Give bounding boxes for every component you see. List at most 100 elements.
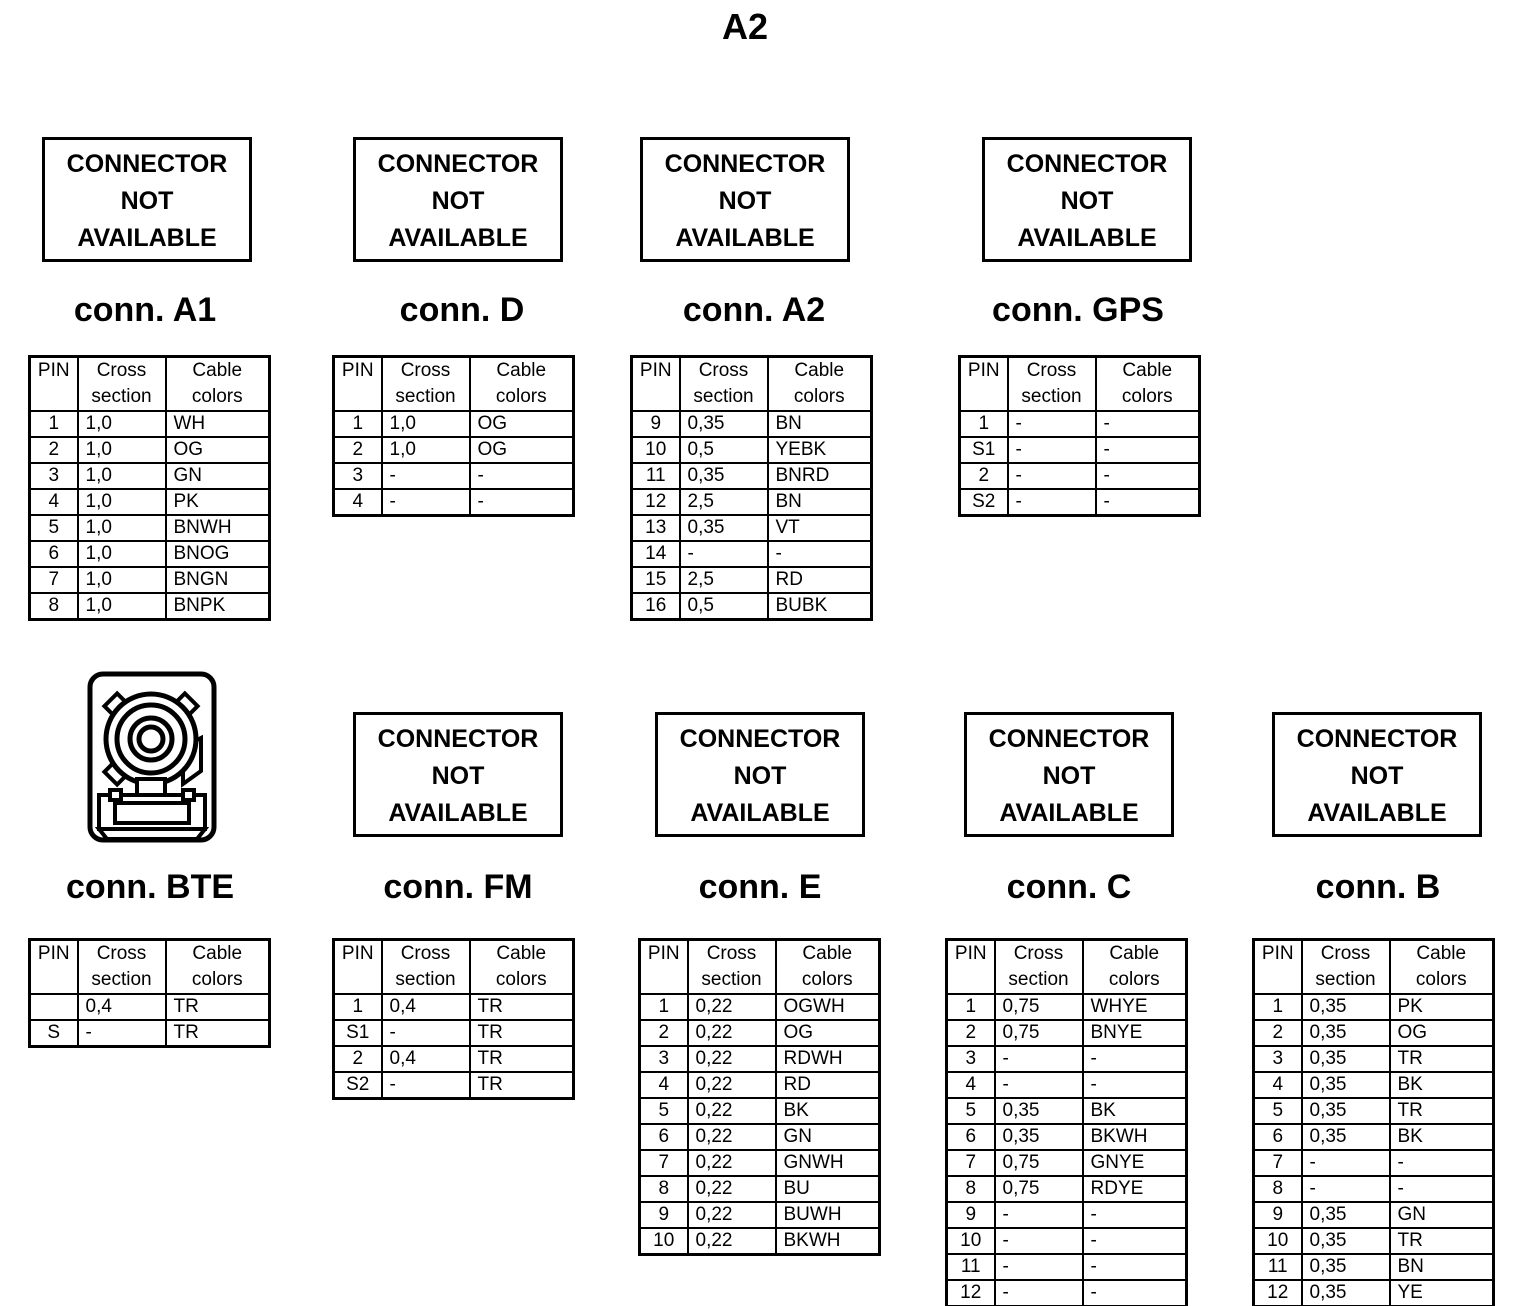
cross-section-cell: 2,5 [678,488,769,516]
bte-connector-icon [87,671,217,843]
pin-column-header: PIN [630,355,681,412]
cross-header-line2: section [1008,969,1069,990]
pin-cell: S [28,1019,79,1048]
pin-cell: S1 [958,436,1009,464]
cross-header-line2: section [1315,969,1376,990]
pin-cell: 2 [1252,1019,1303,1047]
pin-header-label: PIN [639,360,672,381]
cable-header-line1: Cable [1122,360,1173,381]
cross-section-cell: 0,35 [1300,1097,1391,1125]
cable-color-cell: VT [766,514,873,542]
pin-cell: 7 [1252,1149,1303,1177]
cross-header-line1: Cross [400,360,451,381]
pin-cell: 4 [28,488,79,516]
table-row: 8-- [1252,1175,1495,1203]
cross-section-cell: 0,22 [686,1045,777,1073]
cross-header-line1: Cross [1013,943,1064,964]
cable-color-cell: BN [1388,1253,1495,1281]
cross-section-cell: - [993,1279,1084,1306]
cable-color-cell: GN [1388,1201,1495,1229]
cross-section-cell: - [380,462,471,490]
cross-section-cell: 0,4 [380,993,471,1021]
pin-cell: 13 [630,514,681,542]
pin-cell: 2 [958,462,1009,490]
na-line: AVAILABLE [77,224,217,252]
cable-color-cell: PK [1388,993,1495,1021]
cable-header-line2: colors [1121,386,1173,407]
pin-cell: 1 [1252,993,1303,1021]
pin-cell: 3 [638,1045,689,1073]
cross-section-cell: - [1006,436,1097,464]
cable-color-cell: WH [164,410,271,438]
pin-cell: 5 [28,514,79,542]
pin-cell: 8 [28,592,79,621]
cable-color-cell: GN [164,462,271,490]
cross-header-line1: Cross [96,943,147,964]
na-line: CONNECTOR [1296,725,1458,753]
pin-cell: 3 [945,1045,996,1073]
pin-cell: 12 [1252,1279,1303,1306]
cable-header-line2: colors [191,969,243,990]
na-line: NOT [733,762,787,790]
cross-section-cell: - [1006,410,1097,438]
pin-cell: 1 [958,410,1009,438]
cross-section-cell: - [993,1253,1084,1281]
cable-header-line1: Cable [1416,943,1467,964]
pin-header-label: PIN [647,943,680,964]
pin-header-label: PIN [37,943,70,964]
pin-cell: 12 [630,488,681,516]
pin-cell: 6 [945,1123,996,1151]
cable-header-line1: Cable [496,360,547,381]
cable-color-cell: - [1081,1279,1188,1306]
na-line: AVAILABLE [1307,799,1447,827]
pin-cell: 9 [1252,1201,1303,1229]
connector-not-available-box-gps: CONNECTOR NOT AVAILABLE [982,137,1192,262]
cross-header-line1: Cross [706,943,757,964]
pin-column-header: PIN [945,938,996,995]
cross-header-line2: section [395,969,456,990]
pin-cell: 4 [638,1071,689,1099]
cross-header-line2: section [395,386,456,407]
pin-cell: 2 [945,1019,996,1047]
pin-cell: 7 [638,1149,689,1177]
cable-color-cell: - [1081,1071,1188,1099]
connector-label-e: conn. E [698,868,822,906]
cable-color-cell: BNWH [164,514,271,542]
cable-color-cell: BKWH [774,1227,881,1256]
cable-color-cell: - [1081,1253,1188,1281]
na-line: NOT [1060,187,1114,215]
cable-color-cell: BNPK [164,592,271,621]
cable-color-cell: - [468,488,575,517]
pin-cell: 11 [945,1253,996,1281]
pin-cell: 7 [28,566,79,594]
table-row: 4-- [332,488,575,517]
table-row: 2-- [958,462,1201,490]
cross-section-cell: 0,22 [686,1097,777,1125]
cross-section-cell: 0,35 [1300,1045,1391,1073]
pin-cell: 12 [945,1279,996,1306]
cable-color-cell: PK [164,488,271,516]
cross-header-line2: section [91,386,152,407]
cross-section-cell: - [993,1045,1084,1073]
